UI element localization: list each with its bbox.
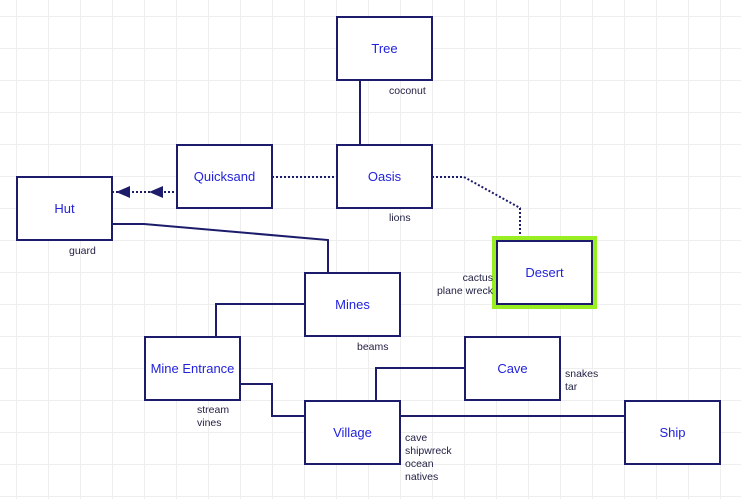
item-label: snakes (565, 368, 599, 380)
item-label: cactus (462, 272, 493, 284)
item-label: stream (197, 404, 230, 416)
item-label: lions (389, 212, 411, 224)
node-label: Village (333, 425, 372, 440)
node-items-tree: coconut (389, 85, 426, 98)
node-items-mines: beams (357, 341, 389, 354)
node-label: Cave (497, 361, 528, 376)
item-label: natives (405, 471, 439, 483)
node-tree[interactable]: Tree (336, 16, 433, 81)
node-quicksand[interactable]: Quicksand (176, 144, 273, 209)
node-label: Mine Entrance (150, 361, 235, 376)
edge-oasis-desert[interactable] (432, 176, 521, 240)
edge-mines-mine-entrance[interactable] (215, 303, 304, 336)
node-label: Desert (525, 265, 564, 280)
item-label: shipwreck (405, 445, 452, 457)
edge-mine-entrance-village[interactable] (240, 383, 304, 417)
node-label: Quicksand (193, 169, 256, 184)
node-label: Hut (54, 201, 75, 216)
node-items-hut: guard (69, 245, 96, 258)
item-label: cave (405, 432, 428, 444)
item-label: guard (69, 245, 96, 257)
item-label: vines (197, 417, 222, 429)
node-label: Mines (335, 297, 370, 312)
node-ship[interactable]: Ship (624, 400, 721, 465)
node-village[interactable]: Village (304, 400, 401, 465)
item-label: beams (357, 341, 389, 353)
node-cave[interactable]: Cave (464, 336, 561, 401)
node-label: Ship (659, 425, 686, 440)
item-label: ocean (405, 458, 434, 470)
node-mine-entrance[interactable]: Mine Entrance (144, 336, 241, 401)
arrowhead-icon (149, 186, 163, 198)
arrowhead-icon (116, 186, 130, 198)
item-label: tar (565, 381, 578, 393)
item-label: coconut (389, 85, 426, 97)
node-items-oasis: lions (389, 212, 411, 225)
edge-village-cave[interactable] (375, 367, 464, 400)
node-mines[interactable]: Mines (304, 272, 401, 337)
node-label: Tree (371, 41, 398, 56)
node-hut[interactable]: Hut (16, 176, 113, 241)
node-oasis[interactable]: Oasis (336, 144, 433, 209)
node-label: Oasis (367, 169, 402, 184)
item-label: plane wreck (436, 285, 493, 297)
edge-hut-mines[interactable] (112, 223, 329, 272)
node-desert[interactable]: Desert (492, 236, 597, 309)
